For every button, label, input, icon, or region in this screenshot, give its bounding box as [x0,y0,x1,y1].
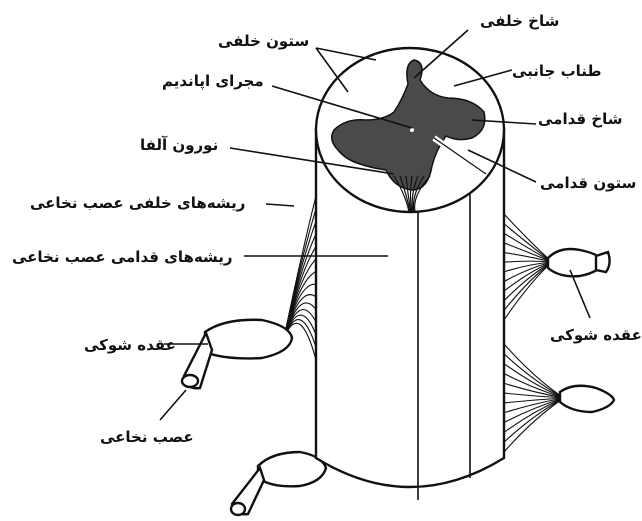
right-lower-root-bundle [504,344,614,452]
left-upper-ganglion [205,320,292,359]
label-spinal-ganglion-left: عقده شوکی [84,336,176,354]
nerve-root-fiber [504,262,552,320]
label-alpha-neuron: نورون آلفا [140,136,218,154]
right-upper-root-bundle [504,214,610,320]
label-anterior-horn: شاخ قدامی [538,110,623,128]
nerve-root-fiber [504,261,552,262]
ependymal-canal [410,128,414,132]
leader-posterior-column-a [316,48,376,60]
nerve-root-fiber [504,344,564,398]
spinal-cord-cylinder [316,48,504,500]
label-spinal-nerve: عصب نخاعی [100,428,194,446]
left-upper-nerve-cut [182,375,198,387]
label-anterior-roots: ریشه‌های قدامی عصب نخاعی [12,248,233,266]
label-posterior-column: ستون خلفی [218,32,309,50]
right-upper-nerve-stub [596,252,610,272]
nerve-root-fiber [504,243,552,262]
left-lower-nerve-cut [231,503,245,515]
leader-posterior-roots [266,204,294,206]
label-ependymal-canal: مجرای اپانديم [162,72,264,90]
left-upper-root-bundle [182,196,316,388]
leader-spinal-nerve [160,390,186,420]
left-lower-root-bundle [231,360,326,515]
label-posterior-roots: ریشه‌های خلفی عصب نخاعی [30,194,245,212]
label-spinal-ganglion-right: عقده شوکی [550,326,642,344]
right-lower-ganglion [560,386,614,412]
label-anterior-column: ستون قدامی [540,174,636,192]
nerve-root-fiber [504,398,564,452]
nerve-root-fiber [504,233,552,262]
label-lateral-tract: طناب جانبی [512,62,602,80]
label-posterior-horn: شاخ خلفی [480,12,559,30]
